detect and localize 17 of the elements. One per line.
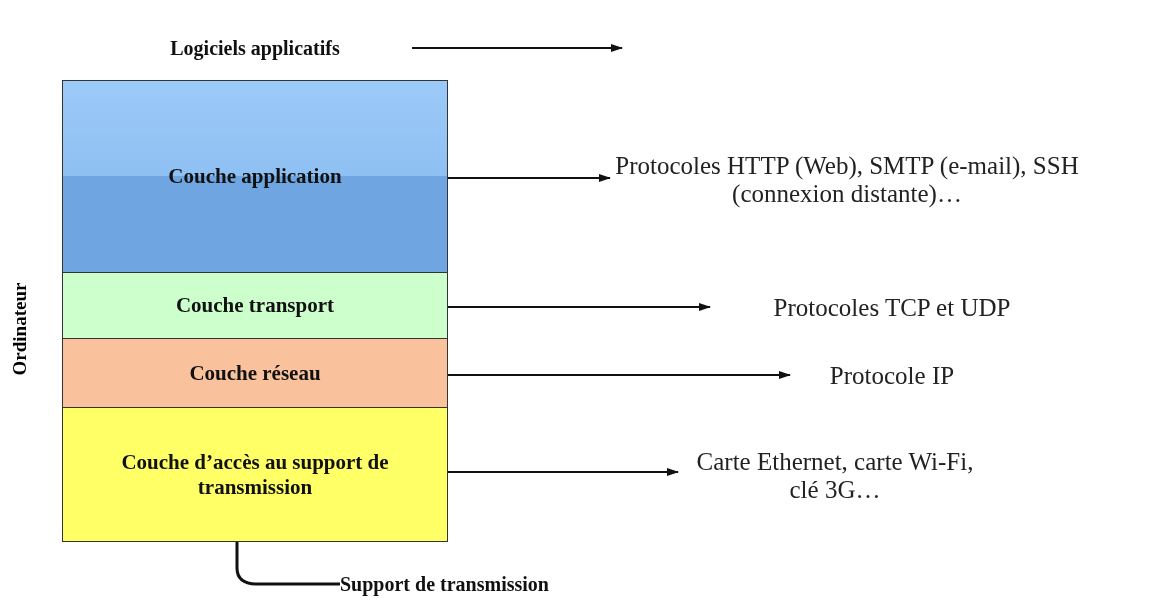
arrow [411,44,623,52]
layer-description: Carte Ethernet, carte Wi-Fi, clé 3G… [680,438,990,514]
medium-label: Support de transmission [340,568,549,600]
arrow [447,303,711,311]
layer-description: Protocoles TCP et UDP [712,289,1072,327]
layer-box: Couche d’accès au support de transmission [62,407,448,542]
layer-label: Logiciels applicatifs [110,30,400,66]
connector-line [235,542,340,586]
side-label: Ordinateur [9,281,31,378]
arrow [447,468,679,476]
arrow [447,174,611,182]
layer-box: Couche réseau [62,338,448,408]
layer-description: Protocole IP [792,357,992,395]
layer-box: Couche transport [62,272,448,339]
arrow [447,371,791,379]
layer-description: Protocoles HTTP (Web), SMTP (e-mail), SSH (connexion distante)… [612,142,1082,218]
layer-box: Couche application [62,80,448,273]
